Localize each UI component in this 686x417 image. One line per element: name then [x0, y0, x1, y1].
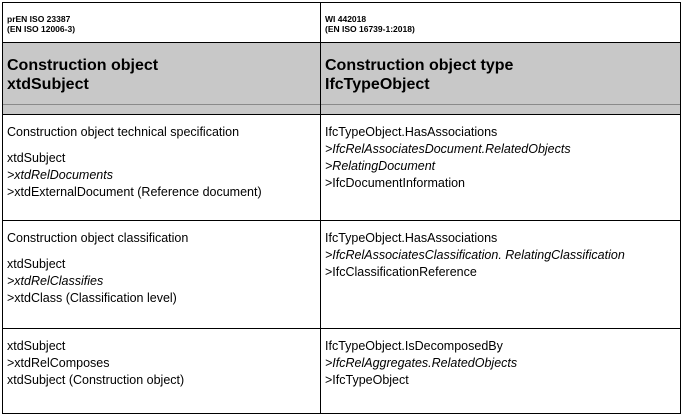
row-heading: Construction object classification	[7, 231, 189, 245]
mapping-line: >IfcRelAggregates.RelatedObjects	[325, 356, 518, 370]
mapping-line: >xtdRelComposes	[7, 356, 110, 370]
right-spacer-cell	[320, 104, 681, 115]
mapping-line: >IfcClassificationReference	[325, 265, 477, 279]
right-title-line-1: Construction object type	[325, 57, 514, 74]
mapping-line: >xtdRelClassifies	[7, 274, 104, 288]
mapping-line: >xtdRelDocuments	[7, 168, 113, 182]
mapping-line: IfcTypeObject.IsDecomposedBy	[325, 339, 503, 353]
mapping-line: IfcTypeObject.HasAssociations	[325, 231, 498, 245]
mapping-line: xtdSubject	[7, 151, 66, 165]
mapping-line: >xtdExternalDocument (Reference document…	[7, 185, 262, 199]
reference-row: prEN ISO 23387 (EN ISO 12006-3) WI 44201…	[2, 2, 681, 43]
left-mapping-cell: Construction object technical specificat…	[2, 114, 321, 221]
title-spacer-row	[2, 104, 681, 115]
mapping-line: IfcTypeObject.HasAssociations	[325, 125, 498, 139]
right-title-line-2: IfcTypeObject	[325, 76, 430, 93]
table-row: Construction object technical specificat…	[2, 114, 681, 221]
mapping-line: >IfcDocumentInformation	[325, 176, 465, 190]
mapping-line: >IfcTypeObject	[325, 373, 409, 387]
table-row: xtdSubject >xtdRelComposes xtdSubject (C…	[2, 328, 681, 414]
mapping-line: >RelatingDocument	[325, 159, 436, 173]
right-title-cell: Construction object type IfcTypeObject	[320, 42, 681, 105]
left-title-line-2: xtdSubject	[7, 76, 89, 93]
left-title-line-1: Construction object	[7, 57, 159, 74]
left-mapping-cell: xtdSubject >xtdRelComposes xtdSubject (C…	[2, 328, 321, 414]
mapping-line: >xtdClass (Classification level)	[7, 291, 177, 305]
left-reference-cell: prEN ISO 23387 (EN ISO 12006-3)	[2, 2, 321, 43]
mapping-line: xtdSubject (Construction object)	[7, 373, 185, 387]
left-standard-alt-id: (EN ISO 12006-3)	[7, 24, 76, 34]
title-row: Construction object xtdSubject Construct…	[2, 42, 681, 105]
left-mapping-cell: Construction object classification xtdSu…	[2, 220, 321, 329]
mapping-table: prEN ISO 23387 (EN ISO 12006-3) WI 44201…	[2, 2, 681, 414]
left-spacer-cell	[2, 104, 321, 115]
table-row: Construction object classification xtdSu…	[2, 220, 681, 329]
mapping-line: xtdSubject	[7, 339, 66, 353]
mapping-line: >IfcRelAssociatesDocument.RelatedObjects	[325, 142, 571, 156]
right-standard-id: WI 442018	[325, 14, 367, 24]
right-mapping-cell: IfcTypeObject.HasAssociations >IfcRelAss…	[320, 114, 681, 221]
mapping-line: xtdSubject	[7, 257, 66, 271]
left-standard-id: prEN ISO 23387	[7, 14, 71, 24]
row-heading: Construction object technical specificat…	[7, 125, 240, 139]
right-mapping-cell: IfcTypeObject.HasAssociations >IfcRelAss…	[320, 220, 681, 329]
right-reference-cell: WI 442018 (EN ISO 16739-1:2018)	[320, 2, 681, 43]
mapping-line: >IfcRelAssociatesClassification. Relatin…	[325, 248, 625, 262]
right-standard-alt-id: (EN ISO 16739-1:2018)	[325, 24, 415, 34]
left-title-cell: Construction object xtdSubject	[2, 42, 321, 105]
right-mapping-cell: IfcTypeObject.IsDecomposedBy >IfcRelAggr…	[320, 328, 681, 414]
